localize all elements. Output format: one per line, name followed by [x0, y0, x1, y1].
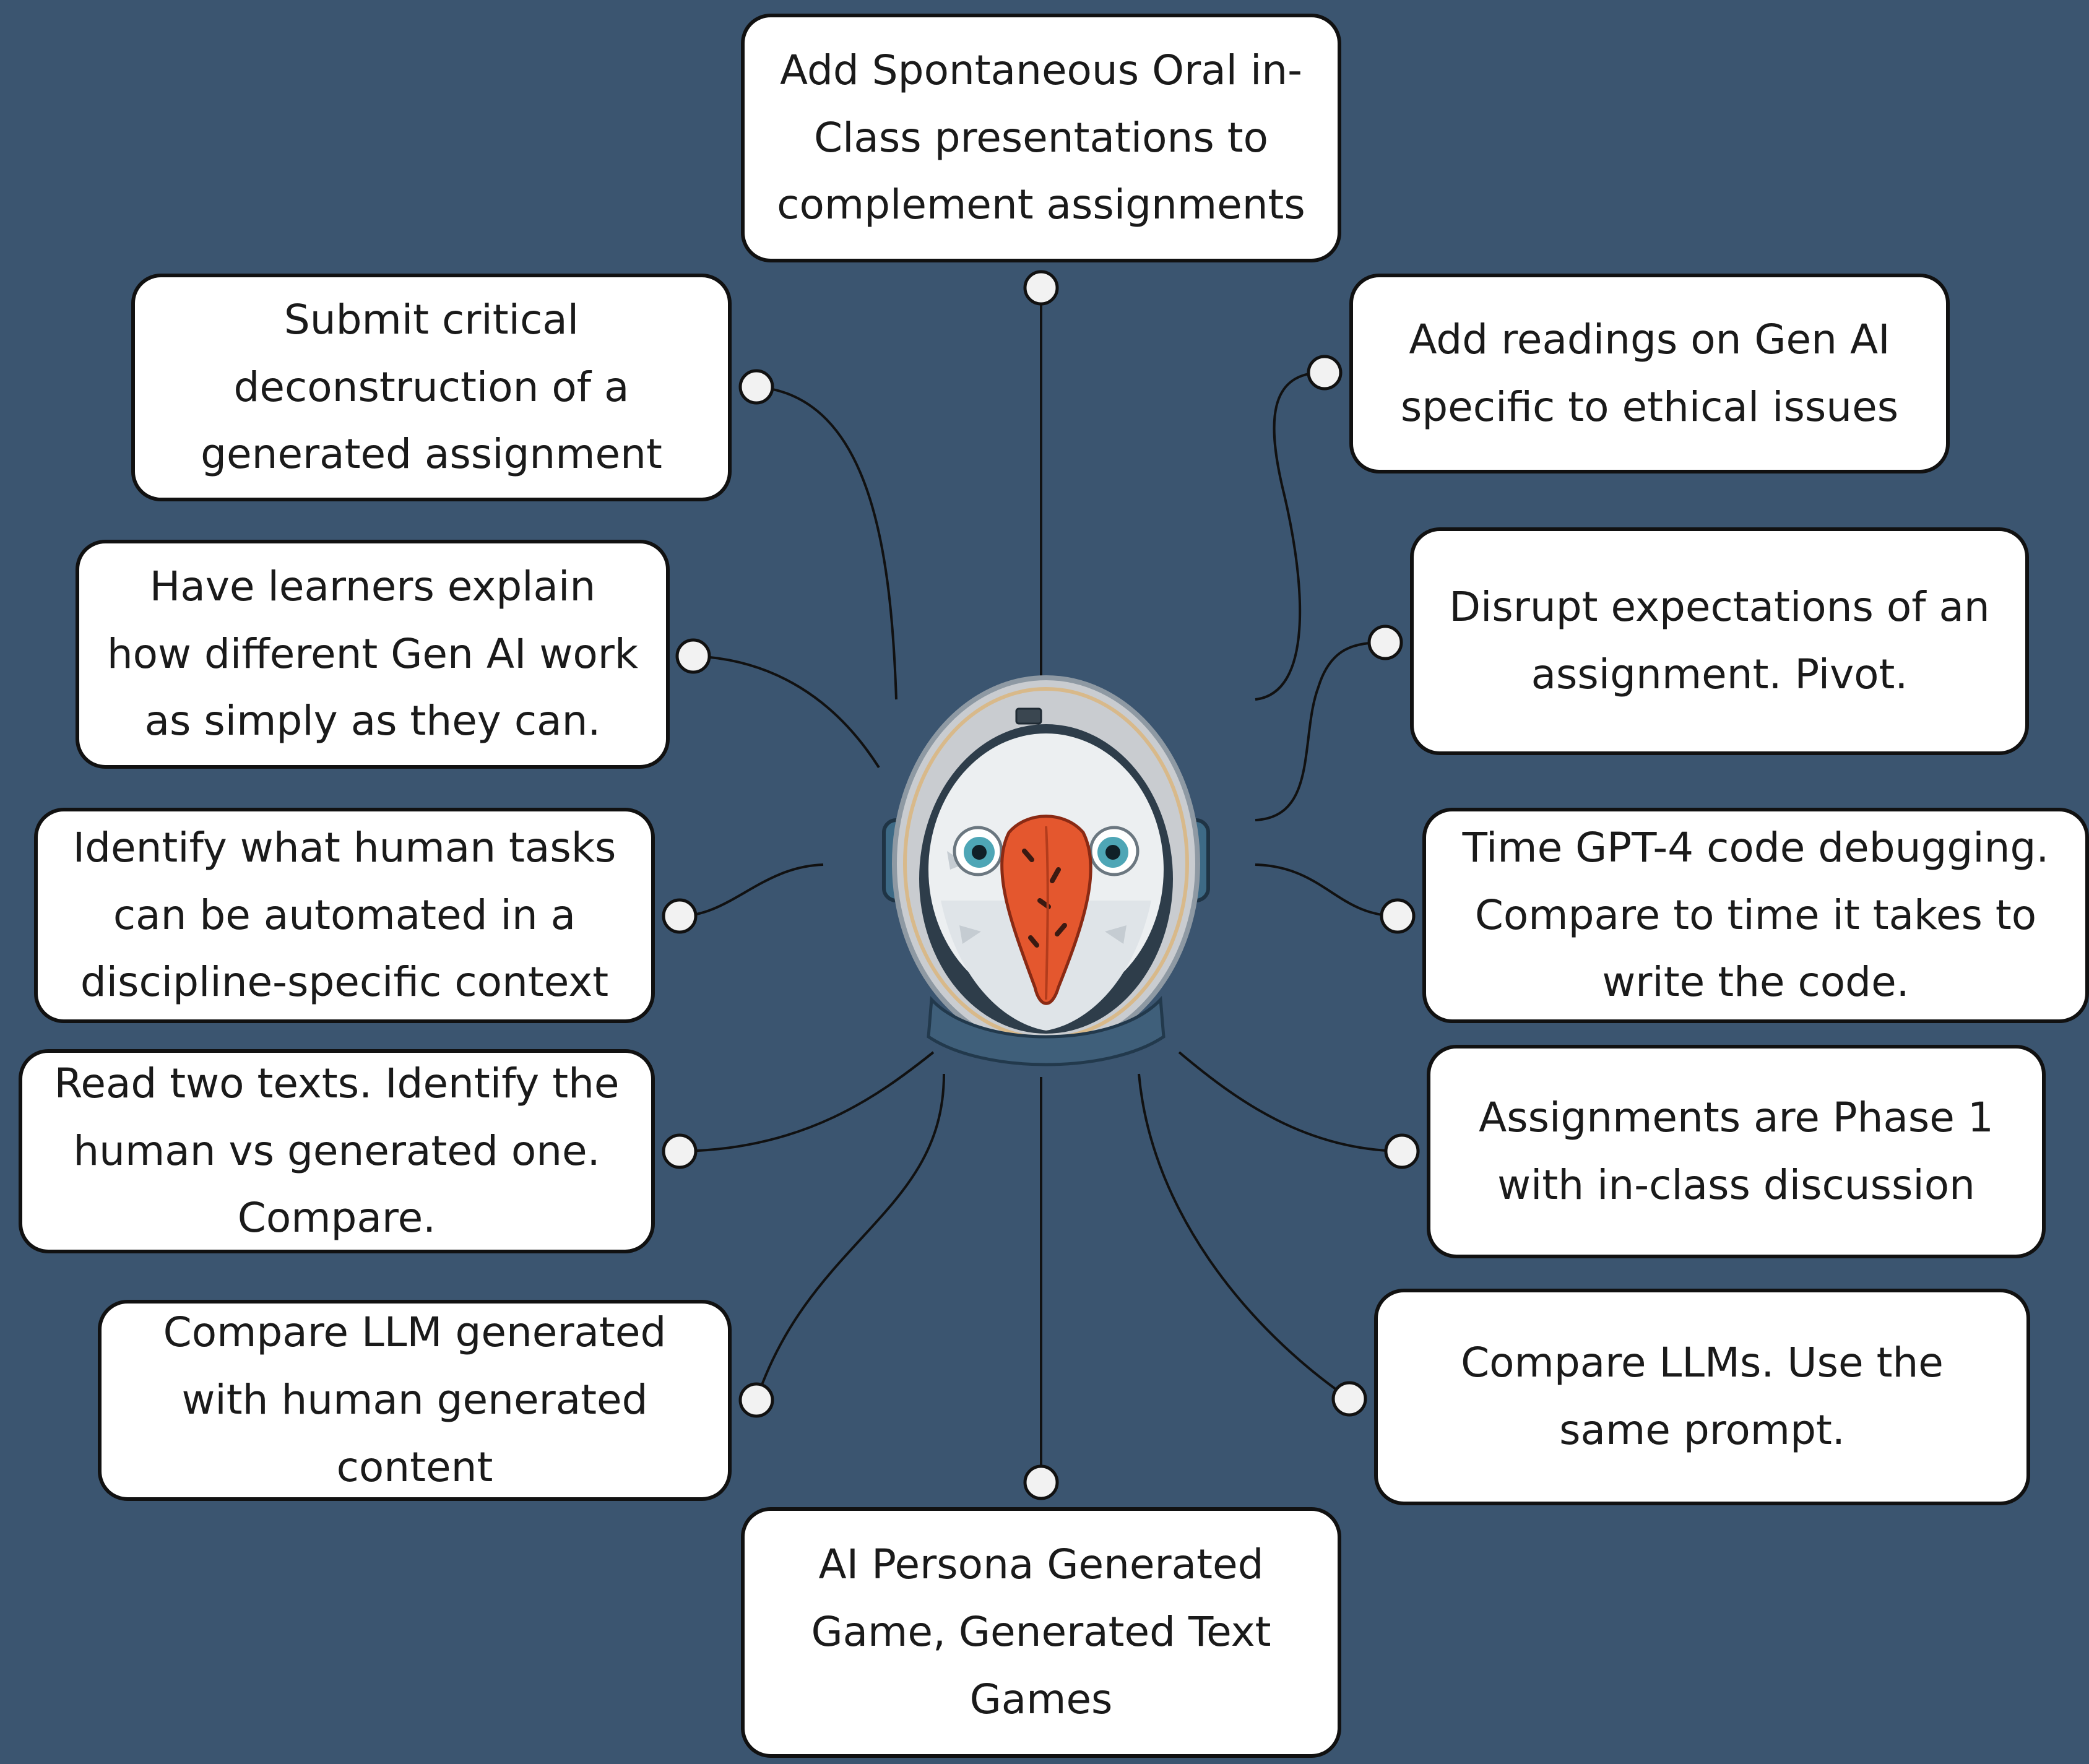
node-left-2: Have learners explain how different Gen …: [76, 540, 670, 769]
connector-dot-right-4: [1384, 1133, 1420, 1169]
node-right-5-text: Compare LLMs. Use the same prompt.: [1461, 1339, 1944, 1454]
astronaut-bird-icon: [882, 675, 1210, 1066]
node-right-4-text: Assignments are Phase 1 with in-class di…: [1479, 1093, 1994, 1209]
node-right-3: Time GPT-4 code debugging. Compare to ti…: [1422, 808, 2089, 1023]
connector-dot-top-left: [738, 369, 774, 405]
node-left-4-text: Read two texts. Identify the human vs ge…: [54, 1059, 620, 1242]
node-top-right: Add readings on Gen AI specific to ethic…: [1349, 274, 1950, 473]
node-top-right-text: Add readings on Gen AI specific to ethic…: [1400, 315, 1899, 431]
connector-dot-left-3: [662, 898, 698, 934]
node-top-left-text: Submit critical deconstruction of a gene…: [201, 295, 662, 478]
connector-top-left: [756, 386, 897, 700]
connector-left-2: [693, 655, 880, 769]
connector-dot-left-5: [738, 1382, 774, 1418]
node-left-5: Compare LLM generated with human generat…: [98, 1300, 732, 1501]
node-right-2-text: Disrupt expectations of an assignment. P…: [1449, 583, 1990, 698]
node-top-left: Submit critical deconstruction of a gene…: [131, 274, 732, 501]
connector-dot-top: [1023, 270, 1059, 306]
connector-right-2: [1255, 641, 1386, 821]
connector-dot-left-2: [675, 638, 711, 674]
node-top: Add Spontaneous Oral in- Class presentat…: [741, 14, 1341, 262]
connector-dot-right-5: [1331, 1381, 1367, 1417]
connector-left-5: [755, 1073, 945, 1401]
connector-dot-top-right: [1307, 355, 1343, 391]
node-right-5: Compare LLMs. Use the same prompt.: [1374, 1289, 2030, 1505]
connector-right-5: [1138, 1073, 1351, 1400]
connector-dot-right-3: [1380, 898, 1416, 934]
connector-right-4: [1178, 1051, 1403, 1152]
helmet-patch: [1015, 707, 1042, 725]
node-bottom: AI Persona Generated Game, Generated Tex…: [741, 1507, 1341, 1758]
beak: [1000, 815, 1092, 1005]
node-bottom-text: AI Persona Generated Game, Generated Tex…: [811, 1541, 1271, 1723]
connector-left-3: [679, 863, 824, 917]
node-left-3: Identify what human tasks can be automat…: [34, 808, 655, 1023]
connector-right-3: [1255, 863, 1398, 917]
collar: [927, 996, 1166, 1066]
node-left-3-text: Identify what human tasks can be automat…: [72, 823, 616, 1006]
node-top-text: Add Spontaneous Oral in- Class presentat…: [777, 46, 1305, 229]
connector-left-4: [679, 1051, 935, 1152]
connector-top-right: [1255, 371, 1325, 701]
node-left-4: Read two texts. Identify the human vs ge…: [19, 1049, 655, 1253]
connector-dot-right-2: [1367, 625, 1403, 660]
connector-dot-bottom: [1023, 1464, 1059, 1500]
node-right-3-text: Time GPT-4 code debugging. Compare to ti…: [1462, 823, 2049, 1006]
connector-dot-left-4: [662, 1133, 698, 1169]
node-left-2-text: Have learners explain how different Gen …: [106, 562, 639, 745]
node-left-5-text: Compare LLM generated with human generat…: [163, 1308, 667, 1491]
node-right-2: Disrupt expectations of an assignment. P…: [1410, 527, 2029, 755]
node-right-4: Assignments are Phase 1 with in-class di…: [1427, 1045, 2046, 1258]
